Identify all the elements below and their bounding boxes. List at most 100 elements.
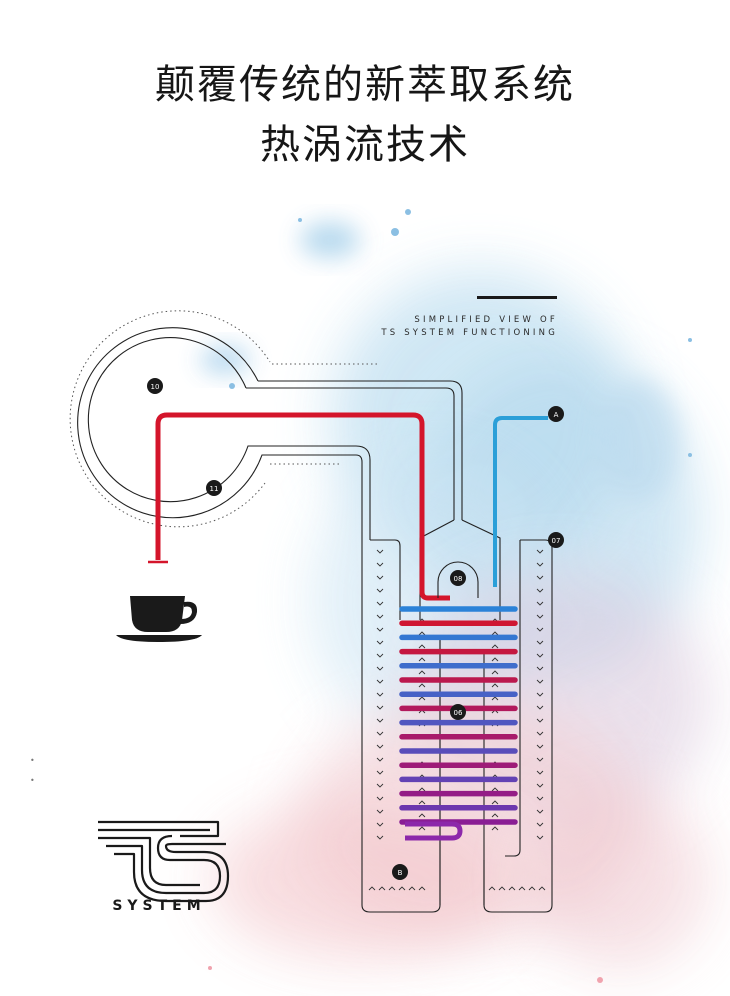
- flow-chevron: [508, 886, 516, 891]
- flow-chevron: [376, 770, 384, 775]
- page-title: 颠覆传统的新萃取系统: [155, 62, 575, 108]
- flow-chevron: [536, 783, 544, 788]
- flow-chevron: [536, 835, 544, 840]
- marker-b: B: [392, 864, 408, 880]
- flow-chevron: [536, 562, 544, 567]
- flow-chevron: [536, 640, 544, 645]
- marker-10: 10: [147, 378, 163, 394]
- edge-mark: •: [30, 756, 35, 765]
- cold-water-line: [493, 416, 548, 587]
- flow-chevron: [536, 679, 544, 684]
- flow-chevron: [491, 787, 499, 792]
- flow-chevron: [536, 575, 544, 580]
- flow-chevron: [418, 800, 426, 805]
- flow-chevron: [376, 692, 384, 697]
- hot-water-line: [155, 412, 450, 601]
- svg-text:11: 11: [210, 485, 219, 493]
- flow-chevron: [376, 640, 384, 645]
- flow-chevron: [536, 692, 544, 697]
- flow-chevron: [408, 886, 416, 891]
- flow-chevron: [376, 575, 384, 580]
- flow-chevron: [536, 796, 544, 801]
- flow-chevron: [418, 670, 426, 675]
- flow-chevron: [418, 696, 426, 701]
- flow-chevron: [528, 886, 536, 891]
- watercolor-wash: [200, 209, 710, 983]
- flow-chevron: [536, 731, 544, 736]
- flow-chevron: [376, 705, 384, 710]
- svg-text:07: 07: [552, 537, 561, 545]
- flow-chevron: [376, 744, 384, 749]
- flow-chevron: [398, 886, 406, 891]
- marker-08: 08: [450, 570, 466, 586]
- svg-text:B: B: [398, 869, 403, 877]
- flow-chevron: [536, 757, 544, 762]
- flow-chevron: [376, 549, 384, 554]
- marker-07: 07: [548, 532, 564, 548]
- flow-chevron: [378, 886, 386, 891]
- flow-chevron: [536, 744, 544, 749]
- flow-chevron: [376, 783, 384, 788]
- flow-chevron: [536, 705, 544, 710]
- flow-chevron: [491, 696, 499, 701]
- flow-chevron: [418, 826, 426, 831]
- svg-text:08: 08: [454, 575, 463, 583]
- flow-chevron: [418, 787, 426, 792]
- flow-chevron: [376, 809, 384, 814]
- flow-chevron: [376, 822, 384, 827]
- flow-chevron: [418, 657, 426, 662]
- svg-text:06: 06: [454, 709, 463, 717]
- flow-chevron: [491, 631, 499, 636]
- flow-chevron: [536, 653, 544, 658]
- flow-chevron: [536, 601, 544, 606]
- flow-chevron: [491, 670, 499, 675]
- ts-logo-icon: [98, 820, 230, 903]
- diagram-caption-line-1: SIMPLIFIED VIEW OF: [414, 315, 558, 325]
- flow-chevron: [536, 614, 544, 619]
- flow-chevron: [376, 757, 384, 762]
- marker-06: 06: [450, 704, 466, 720]
- flow-chevron: [376, 835, 384, 840]
- flow-chevron: [491, 644, 499, 649]
- flow-chevron: [376, 588, 384, 593]
- flow-chevron: [488, 886, 496, 891]
- flow-chevron: [376, 601, 384, 606]
- flow-chevron: [491, 657, 499, 662]
- flow-chevron: [536, 666, 544, 671]
- flow-chevron: [491, 683, 499, 688]
- flow-chevron: [418, 813, 426, 818]
- flow-chevron: [536, 770, 544, 775]
- flow-chevron: [376, 679, 384, 684]
- flow-chevron: [536, 822, 544, 827]
- flow-chevron: [376, 796, 384, 801]
- flow-chevron: [376, 562, 384, 567]
- dotted-guides: [69, 310, 380, 528]
- flow-chevron: [536, 809, 544, 814]
- flow-chevron: [418, 886, 426, 891]
- flow-chevron: [538, 886, 546, 891]
- inner-u-loop: [437, 561, 479, 598]
- diagram-caption-line-2: TS SYSTEM FUNCTIONING: [381, 328, 558, 338]
- edge-mark: •: [30, 776, 35, 785]
- flow-chevron: [376, 627, 384, 632]
- coil-end-loop: [405, 821, 463, 841]
- svg-text:A: A: [554, 411, 559, 419]
- logo-wordmark: SYSTEM: [112, 898, 206, 914]
- page-subtitle: 热涡流技术: [260, 122, 470, 168]
- flow-chevron: [368, 886, 376, 891]
- flow-chevron: [376, 666, 384, 671]
- flow-chevron: [536, 549, 544, 554]
- caption-rule: [477, 296, 557, 299]
- flow-chevron: [498, 886, 506, 891]
- flow-chevron: [491, 813, 499, 818]
- flow-chevron: [418, 683, 426, 688]
- flow-chevron: [418, 631, 426, 636]
- flow-chevron: [536, 627, 544, 632]
- marker-a: A: [548, 406, 564, 422]
- flow-chevron: [491, 826, 499, 831]
- coffee-cup-icon: [116, 596, 202, 642]
- flow-chevron: [491, 800, 499, 805]
- flow-chevron: [418, 644, 426, 649]
- marker-11: 11: [206, 480, 222, 496]
